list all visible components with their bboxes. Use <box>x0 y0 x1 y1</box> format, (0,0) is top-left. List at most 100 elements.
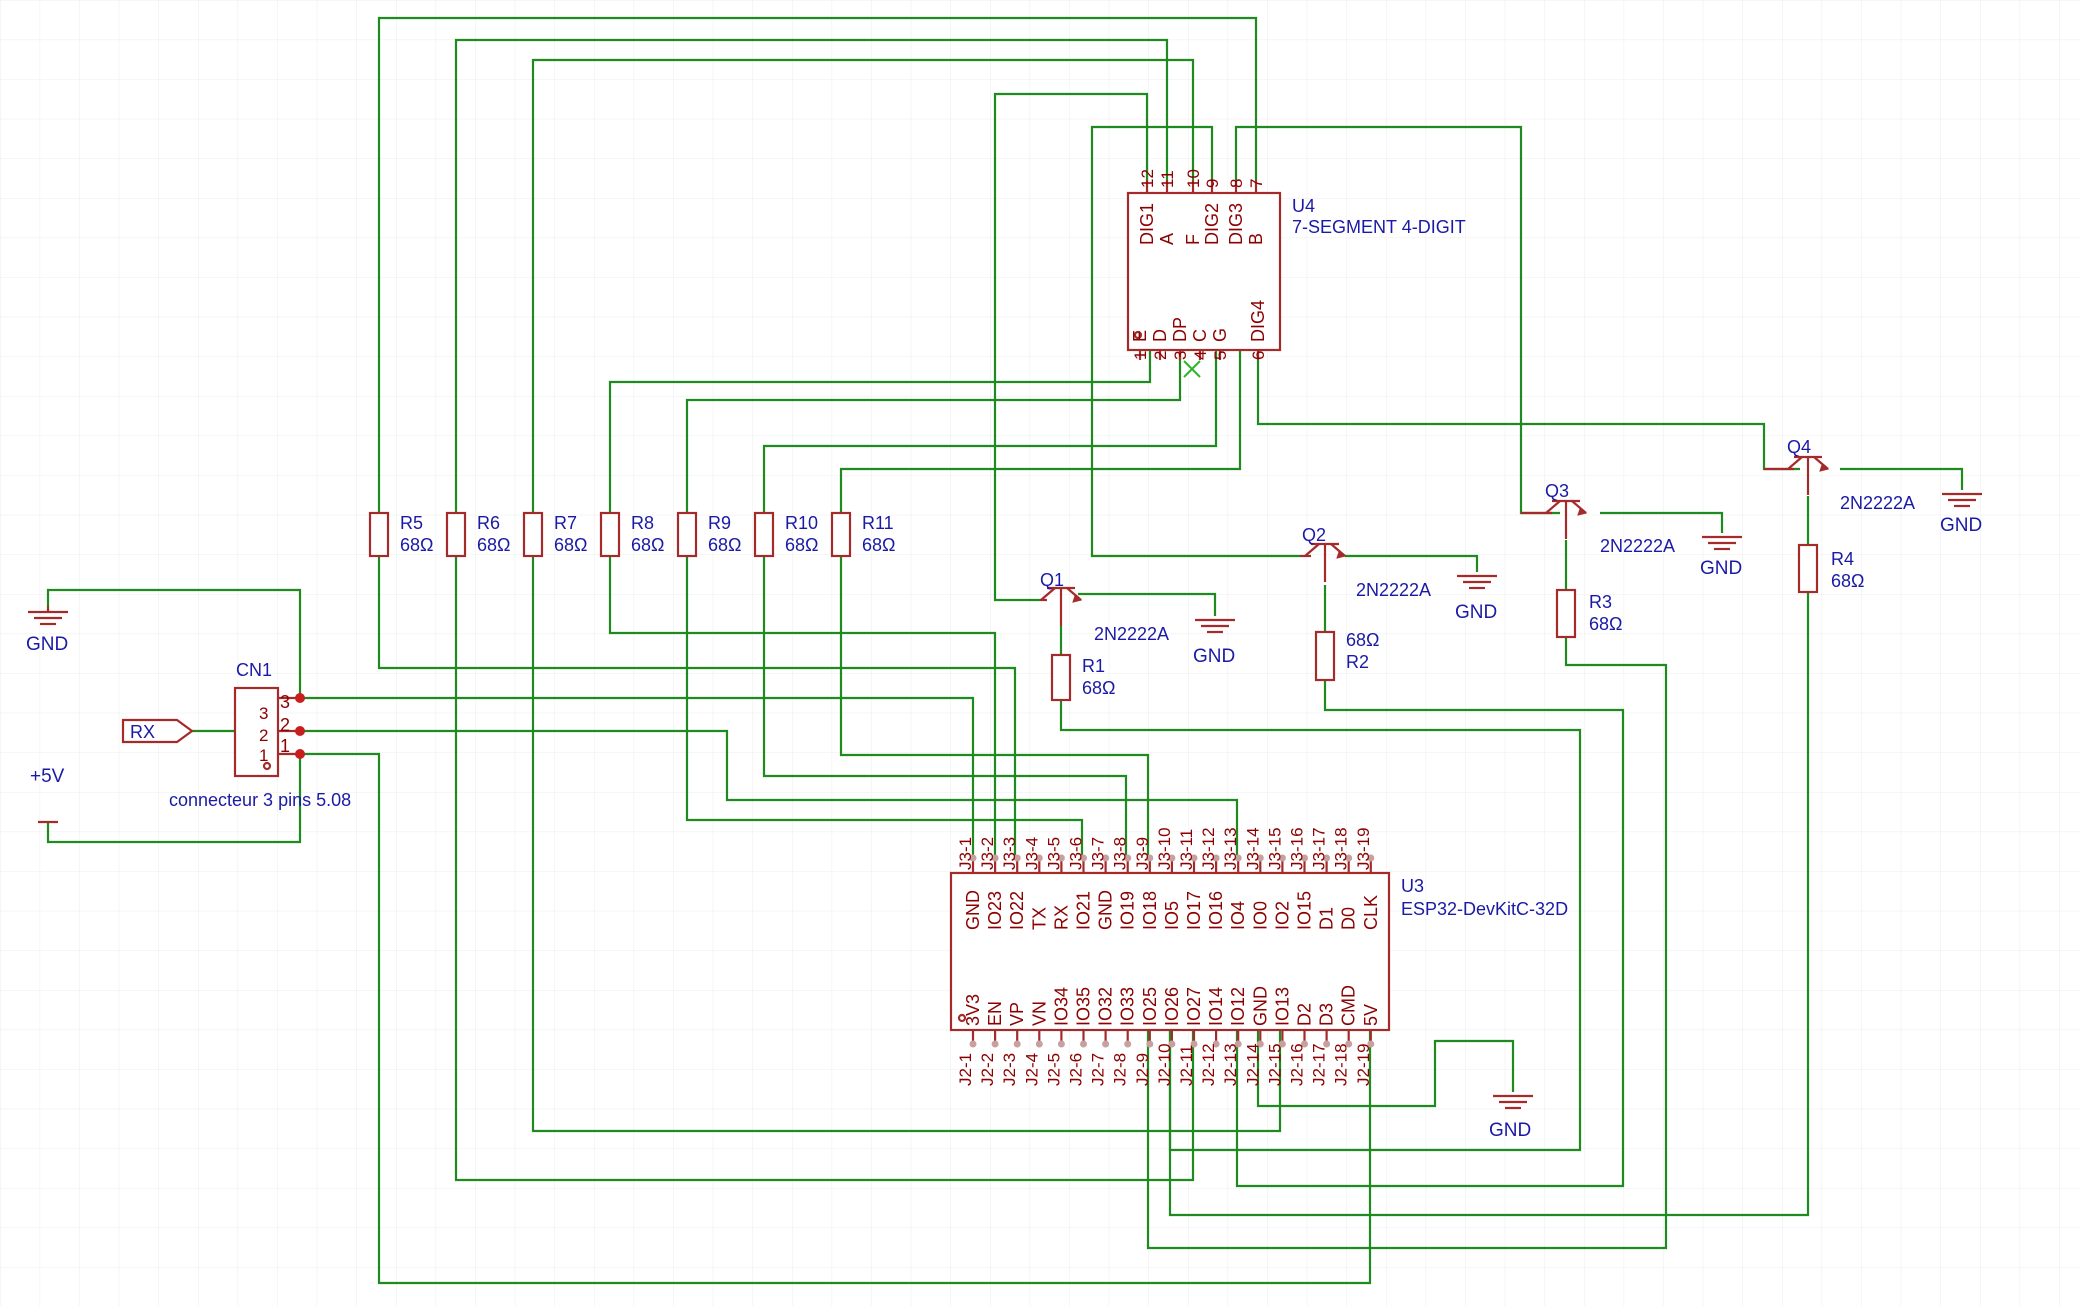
transistor-value: 2N2222A <box>1094 624 1169 644</box>
u3-top-pin-name: IO22 <box>1007 891 1027 930</box>
esp32-devkit-u3[interactable]: U3 ESP32-DevKitC-32D J3-1GND3V3J2-1J3-2I… <box>949 827 1568 1086</box>
wire-rx-esp[interactable] <box>300 729 1239 860</box>
power-5v-symbol[interactable]: +5V <box>30 766 65 824</box>
wire-r4-esp[interactable] <box>1168 592 1810 1217</box>
u3-top-pin-name: TX <box>1029 907 1049 930</box>
resistor-value: 68Ω <box>554 535 587 555</box>
wire-r7-esp[interactable] <box>531 556 1282 1133</box>
u4-bottom-pin-name: G <box>1210 328 1230 342</box>
resistors: R568ΩR668ΩR768ΩR868ΩR968ΩR1068ΩR1168ΩR16… <box>368 511 1864 702</box>
wire-r11-esp[interactable] <box>839 556 1150 860</box>
rx-net-flag[interactable]: RX <box>121 718 194 744</box>
u3-bottom-pin-dot <box>969 1040 977 1048</box>
wire-r6-esp[interactable] <box>454 556 1195 1182</box>
wire-r7-f[interactable] <box>531 58 1195 513</box>
u3-bottom-pin-name: CMD <box>1339 985 1359 1026</box>
u3-bottom-pin-name: 3V3 <box>963 994 983 1026</box>
resistor-value: 68Ω <box>785 535 818 555</box>
u3-bottom-pin-dot <box>1102 1040 1110 1048</box>
u3-bottom-pin-name: 5V <box>1361 1004 1381 1026</box>
u3-top-pin-dot <box>1256 854 1264 862</box>
u3-top-pin-number: J3-13 <box>1221 827 1240 870</box>
u3-top-pin-name: D0 <box>1339 907 1359 930</box>
wire-esp-gnd[interactable] <box>1256 1031 1515 1108</box>
u3-bottom-pin-number: J2-14 <box>1243 1043 1262 1086</box>
cn1-value: connecteur 3 pins 5.08 <box>169 790 351 810</box>
resistor-ref: R2 <box>1346 652 1369 672</box>
u3-top-pin-number: J3-4 <box>1022 837 1041 870</box>
wire-q3-gnd[interactable] <box>1600 511 1724 533</box>
resistor-value: 68Ω <box>862 535 895 555</box>
u4-top-pin-name: DIG3 <box>1226 203 1246 245</box>
u3-bottom-pin-dot <box>1057 1040 1065 1048</box>
u3-bottom-pin-dot <box>1367 1040 1375 1048</box>
wire-r5-esp[interactable] <box>377 556 1017 860</box>
wire-r2-esp[interactable] <box>1235 680 1625 1188</box>
u3-bottom-pin-name: IO27 <box>1184 987 1204 1026</box>
wire-r9-esp[interactable] <box>685 556 1084 860</box>
u4-bottom-pin-number: 1 <box>1131 351 1150 360</box>
u3-bottom-pin-name: IO26 <box>1162 987 1182 1026</box>
u3-bottom-pin-number: J2-8 <box>1111 1053 1130 1086</box>
power-5v-label: +5V <box>30 766 65 787</box>
seven-segment-display-u4[interactable]: U4 7-SEGMENT 4-DIGIT 12DIG111A10F9DIG28D… <box>1126 169 1466 378</box>
gnd-symbol-q4[interactable] <box>1942 492 1982 508</box>
wire-r10-c[interactable] <box>762 350 1218 513</box>
wire-5v[interactable] <box>300 752 1372 1285</box>
wire-r6-a[interactable] <box>454 38 1169 513</box>
gnd-label-q4: GND <box>1940 515 1982 536</box>
wire-r8-esp[interactable] <box>608 556 997 860</box>
gnd-symbol-q1[interactable] <box>1195 618 1235 634</box>
wire-r8-d[interactable] <box>608 350 1152 513</box>
wire-r9-dp[interactable] <box>685 350 1182 513</box>
gnd-symbol-cn1[interactable] <box>28 606 68 626</box>
u3-top-pin-name: IO16 <box>1206 891 1226 930</box>
u3-top-pin-name: CLK <box>1361 895 1381 930</box>
u4-bottom-pin-name: DIG4 <box>1248 300 1268 342</box>
transistor-ref: Q4 <box>1787 437 1811 457</box>
u3-bottom-pin-number: J2-9 <box>1133 1053 1152 1086</box>
gnd-label-q1: GND <box>1193 646 1235 667</box>
wire-r5-b[interactable] <box>377 16 1258 513</box>
wire-cn3-esp[interactable] <box>300 696 975 860</box>
wire-q1-gnd[interactable] <box>1078 592 1217 616</box>
wire-cn-5v[interactable] <box>46 754 302 844</box>
u3-top-pin-name: IO15 <box>1295 891 1315 930</box>
u3-top-pin-dot <box>1080 854 1087 862</box>
wire-r10-esp[interactable] <box>762 556 1128 860</box>
u4-bottom-pin-name: DP <box>1170 317 1190 342</box>
resistor-ref: R10 <box>785 513 818 533</box>
u3-top-pin-number: J3-18 <box>1332 827 1351 870</box>
wire-r11-g[interactable] <box>839 350 1242 513</box>
gnd-symbol-esp[interactable] <box>1493 1094 1533 1110</box>
wire-q4-gnd[interactable] <box>1840 467 1964 490</box>
wire-q2-gnd[interactable] <box>1345 554 1479 572</box>
wire-r3-esp[interactable] <box>1146 637 1668 1250</box>
u3-top-pin-dot <box>1323 854 1331 862</box>
u3-bottom-pin-number: J2-11 <box>1177 1045 1196 1086</box>
u3-top-pin-name: IO4 <box>1228 901 1248 930</box>
gnd-symbol-q2[interactable] <box>1457 574 1497 590</box>
u3-bottom-pin-name: VN <box>1029 1001 1049 1026</box>
wire-dig1-q1[interactable] <box>993 92 1149 602</box>
connector-cn1[interactable]: 3 2 1 3 2 1 CN1 connecteur 3 pins 5.08 <box>169 660 351 810</box>
wire-cn-gnd[interactable] <box>46 588 302 698</box>
wire-dig2-q2[interactable] <box>1090 125 1300 558</box>
gnd-symbol-q3[interactable] <box>1702 535 1742 551</box>
